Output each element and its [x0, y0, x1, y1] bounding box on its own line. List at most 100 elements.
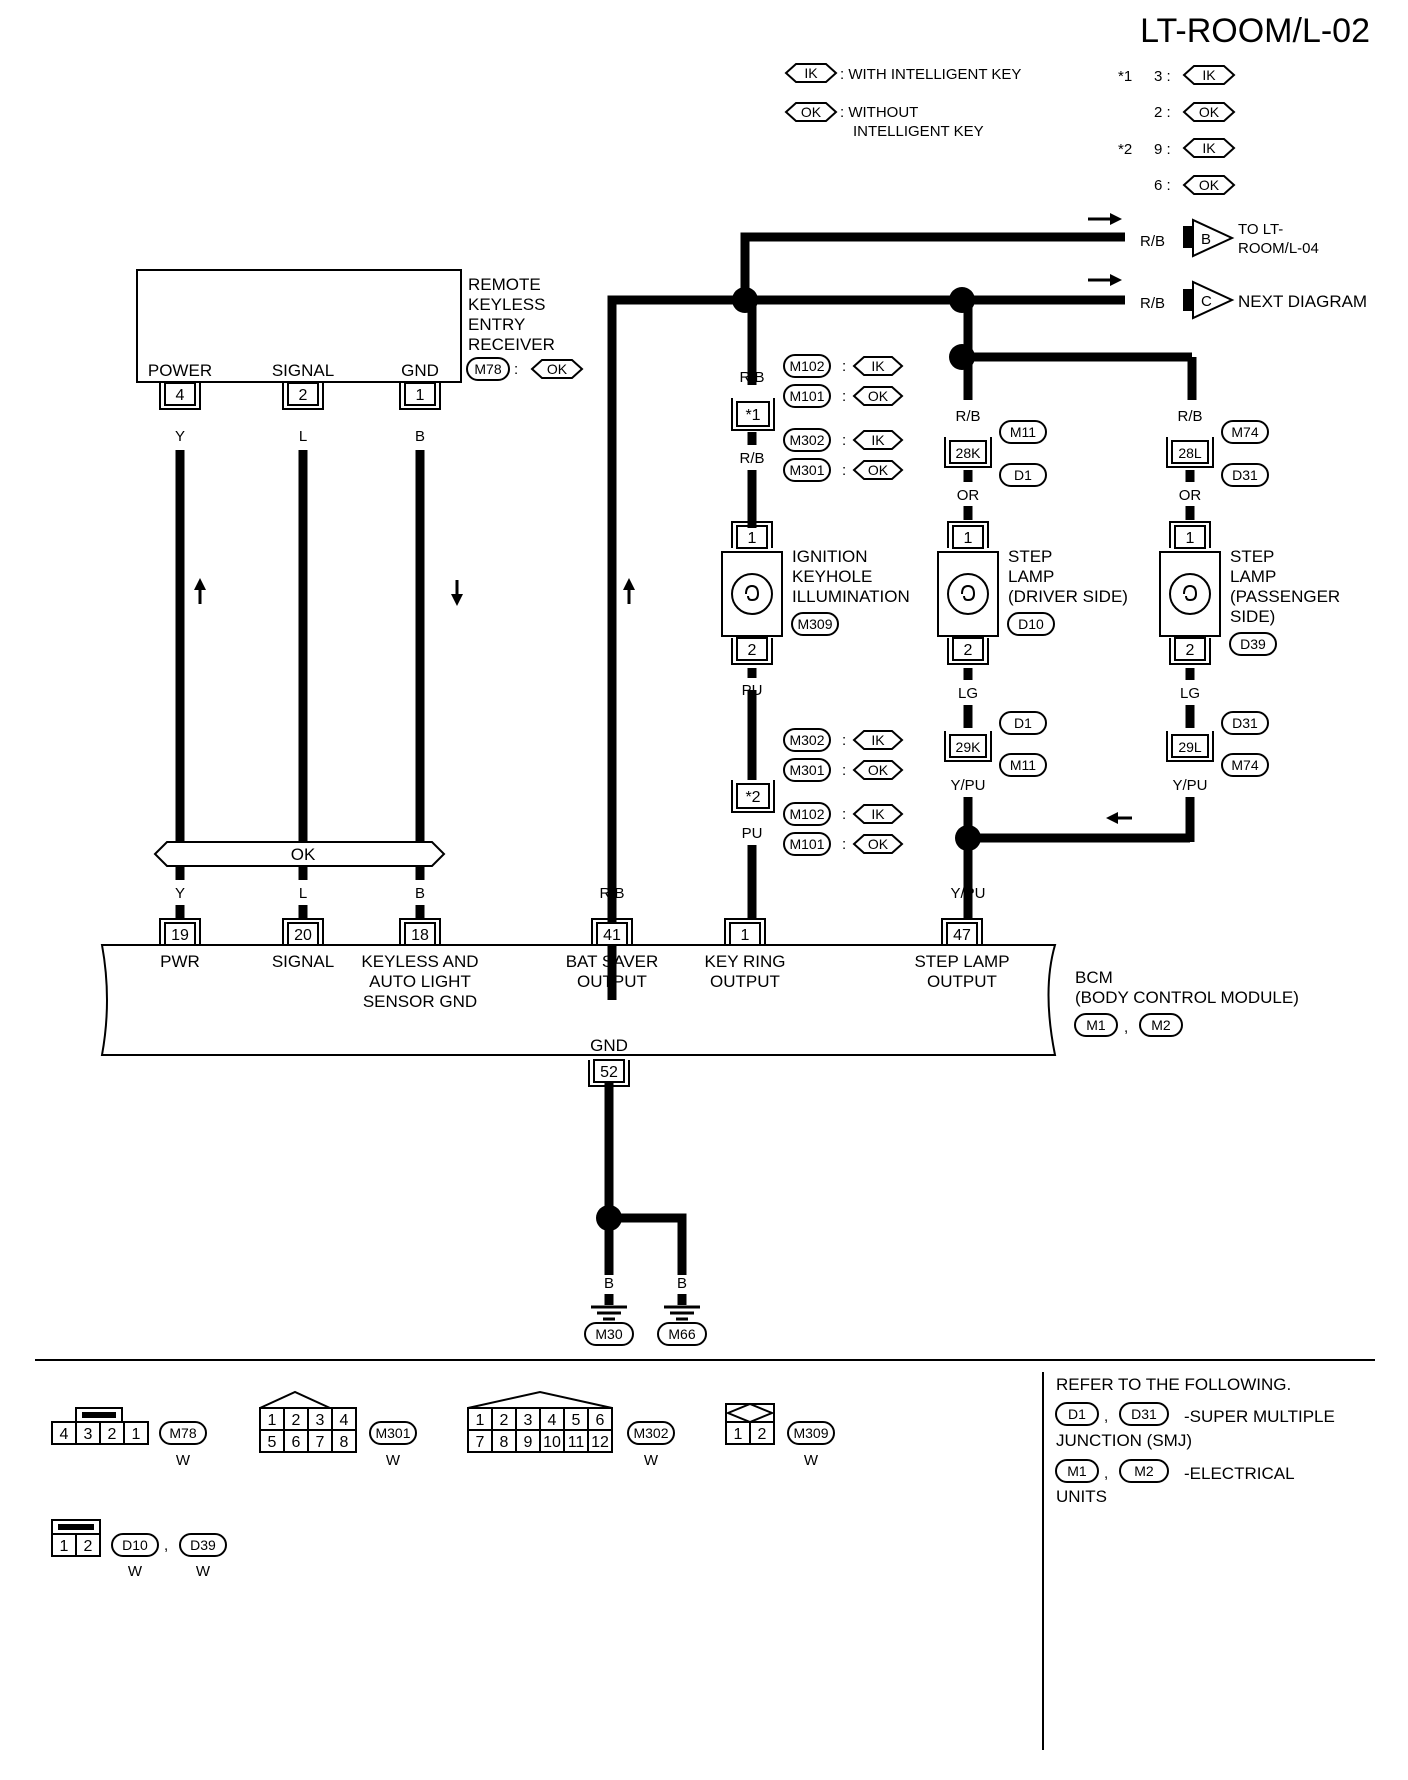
receiver-pin-label-gnd: GND: [401, 361, 439, 380]
legend-star2-ok: 6 :: [1154, 177, 1171, 194]
bcm-pin-0: 19: [159, 918, 201, 946]
j28l-conn-2: D31: [1221, 463, 1269, 487]
bcm-pin-label-2: KEYLESS AND: [361, 952, 478, 971]
legend-star2-ik-symbol: IK: [1182, 138, 1236, 158]
svg-text:9: 9: [524, 1434, 533, 1451]
svg-text:8: 8: [340, 1434, 349, 1451]
svg-text:2: 2: [500, 1412, 509, 1429]
svg-text:1: 1: [964, 530, 973, 547]
svg-text:R/B: R/B: [1140, 295, 1165, 312]
bulb-icon: [1169, 573, 1211, 615]
svg-text:41: 41: [603, 927, 621, 944]
svg-text:2: 2: [748, 642, 757, 659]
svg-text:D39: D39: [1240, 636, 1266, 652]
svg-text:M102: M102: [789, 358, 824, 374]
legend-star1-ik: 3 :: [1154, 68, 1171, 85]
bulb-icon: [731, 573, 773, 615]
bcm-gnd-label: GND: [590, 1036, 628, 1055]
svg-text:TO LT-: TO LT-: [1238, 221, 1283, 238]
svg-text:29L: 29L: [1178, 739, 1202, 755]
bcm-pin-label-5: STEP LAMP: [914, 952, 1009, 971]
bcm-gnd-pin: 52: [588, 1059, 630, 1087]
svg-text:M301: M301: [375, 1425, 410, 1441]
svg-text:M2: M2: [1134, 1463, 1154, 1479]
bcm-pin-2: 18: [399, 918, 441, 946]
svg-text:1: 1: [1186, 530, 1195, 547]
svg-text:M102: M102: [789, 806, 824, 822]
svg-text:8: 8: [500, 1434, 509, 1451]
junction-29l: 29L: [1166, 731, 1214, 762]
star1-cond-2: IK: [852, 430, 904, 450]
lamp-label-2: (PASSENGER: [1230, 587, 1340, 606]
bcm-pin-4: 1: [724, 918, 766, 946]
ground-connector-0: M30: [584, 1322, 634, 1346]
lamp-pin-top-1: 1: [947, 521, 989, 549]
j28k-wire-top: R/B: [955, 408, 980, 425]
svg-text:D10: D10: [122, 1537, 148, 1553]
bcm-pin-label-2: SENSOR GND: [363, 992, 477, 1011]
bcm-wire-color-5: Y/PU: [950, 885, 985, 902]
svg-text:2: 2: [758, 1426, 767, 1443]
svg-text:IK: IK: [1202, 140, 1216, 156]
j28l-wire-top: R/B: [1177, 408, 1202, 425]
svg-text:IK: IK: [871, 806, 885, 822]
legend-star1-ok: 2 :: [1154, 104, 1171, 121]
receiver-pin-0: 4: [159, 382, 201, 410]
bulb-icon: [947, 573, 989, 615]
junction-28l: 28L: [1166, 437, 1214, 468]
receiver-wire-color-0: Y: [175, 428, 185, 445]
svg-text::: :: [842, 432, 846, 449]
star1-wire-bottom: R/B: [739, 450, 764, 467]
svg-text:D31: D31: [1232, 467, 1258, 483]
svg-text::: :: [842, 836, 846, 853]
svg-text:M302: M302: [789, 732, 824, 748]
bcm-wire-color-0: Y: [175, 885, 185, 902]
legend-star2-ik: 9 :: [1154, 141, 1171, 158]
d39-name: D39: [179, 1533, 227, 1557]
svg-text:M30: M30: [595, 1326, 622, 1342]
lamp-connector-1: D10: [1007, 612, 1055, 636]
svg-text:12: 12: [591, 1434, 609, 1451]
svg-text:M309: M309: [793, 1425, 828, 1441]
legend-ok-text-2: INTELLIGENT KEY: [853, 123, 984, 140]
star2-wire-top: PU: [742, 682, 763, 699]
svg-text:IK: IK: [871, 358, 885, 374]
star1-wire-top: R/B: [739, 369, 764, 386]
svg-text:IK: IK: [871, 432, 885, 448]
svg-text:M78: M78: [474, 361, 501, 377]
svg-text:6: 6: [596, 1412, 605, 1429]
legend-ik-text: : WITH INTELLIGENT KEY: [840, 66, 1021, 83]
svg-text:M78: M78: [169, 1425, 196, 1441]
svg-text:1: 1: [132, 1426, 141, 1443]
svg-text:4: 4: [176, 387, 185, 404]
m301-name: M301: [369, 1421, 417, 1445]
svg-text:IK: IK: [804, 65, 818, 81]
svg-text:52: 52: [600, 1064, 618, 1081]
j29l-conn-2: M74: [1221, 753, 1269, 777]
flow-arrow-icon: [1106, 812, 1132, 824]
top-wires: [607, 213, 1125, 1000]
svg-text:M2: M2: [1151, 1017, 1171, 1033]
svg-text:D39: D39: [190, 1537, 216, 1553]
bcm-pin-3: 41: [591, 918, 633, 946]
star1-cond-1: OK: [852, 386, 904, 406]
lamp-label-0: IGNITION: [792, 547, 868, 566]
m309-name: M309: [787, 1421, 835, 1445]
svg-text:M11: M11: [1010, 424, 1036, 440]
svg-text:M74: M74: [1231, 757, 1258, 773]
svg-text::: :: [842, 388, 846, 405]
lamp-pin-bottom-1: 2: [947, 637, 989, 665]
bcm-wire-color-2: B: [415, 885, 425, 902]
bcm-pin-5: 47: [941, 918, 983, 946]
junction-29k: 29K: [944, 731, 992, 762]
receiver-pin-1: 2: [282, 382, 324, 410]
svg-text:3: 3: [316, 1412, 325, 1429]
svg-text:M66: M66: [668, 1326, 695, 1342]
lamp-label-0: ILLUMINATION: [792, 587, 910, 606]
svg-text::: :: [842, 462, 846, 479]
